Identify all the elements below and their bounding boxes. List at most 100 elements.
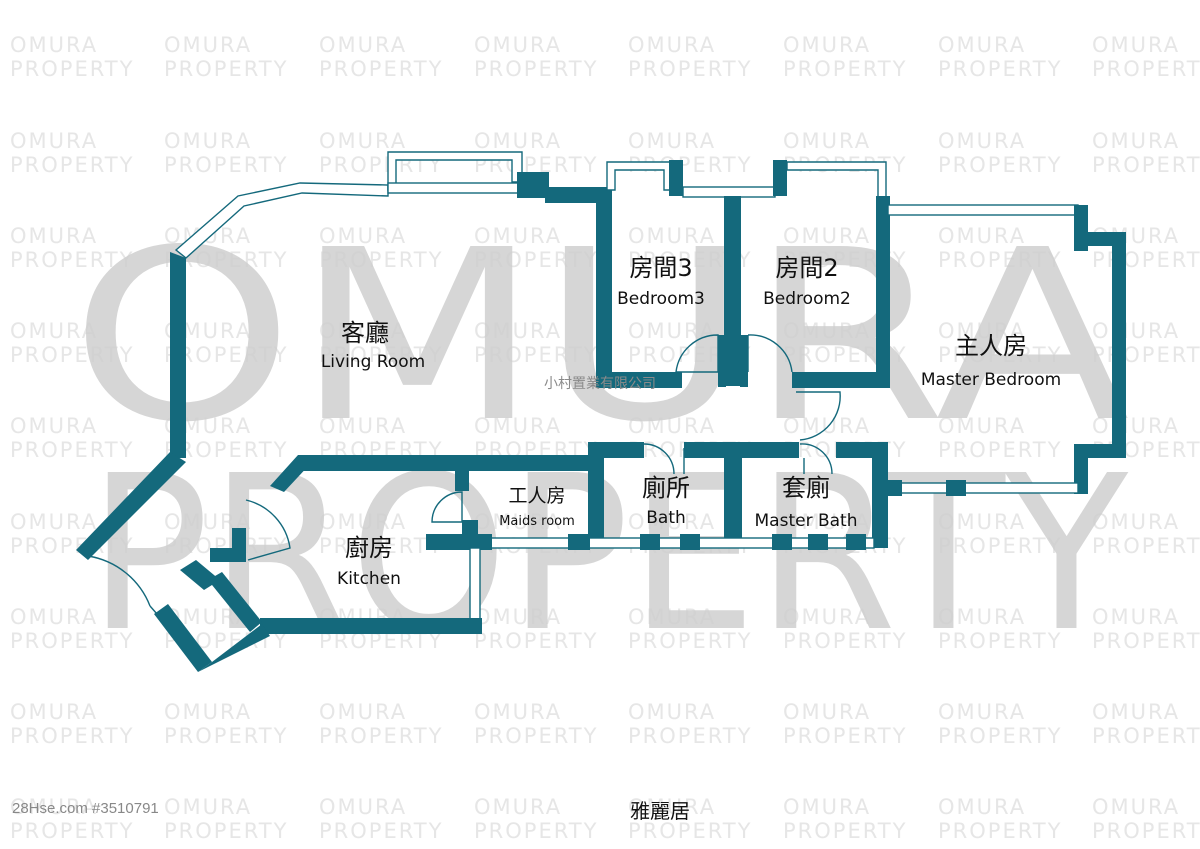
watermark-tile-line1: OMURA (938, 319, 1026, 343)
watermark-tile-line2: PROPERTY (10, 248, 134, 272)
watermark-tile-line2: PROPERTY (1092, 724, 1200, 748)
watermark-tile-line2: PROPERTY (164, 57, 288, 81)
watermark-tile-line1: OMURA (628, 795, 716, 819)
watermark-tile-line1: OMURA (628, 605, 716, 629)
watermark-tile-line1: OMURA (474, 700, 562, 724)
watermark-tile-line2: PROPERTY (938, 153, 1062, 177)
watermark-tile-line1: OMURA (783, 33, 871, 57)
watermark-tile-line1: OMURA (474, 33, 562, 57)
watermark-tile-line1: OMURA (628, 510, 716, 534)
walls (76, 151, 1126, 672)
watermark-tile-line2: PROPERTY (474, 248, 598, 272)
watermark-tile-line1: OMURA (10, 700, 98, 724)
watermark-tile-line1: OMURA (10, 319, 98, 343)
watermark-tile-line2: PROPERTY (319, 819, 443, 843)
living-room-label-en: Living Room (321, 352, 425, 372)
watermark-grid: OMURAPROPERTYOMURAPROPERTYOMURAPROPERTYO… (10, 33, 1200, 843)
company-watermark: 小村置業有限公司 (544, 376, 656, 392)
watermark-tile-line1: OMURA (628, 414, 716, 438)
watermark-tile-line1: OMURA (938, 33, 1026, 57)
watermark-tile-line1: OMURA (938, 510, 1026, 534)
watermark-tile-line1: OMURA (319, 319, 407, 343)
watermark-tile-line1: OMURA (783, 319, 871, 343)
bath-label-en: Bath (646, 508, 686, 528)
master-bath-label-zh: 套廁 (782, 474, 830, 502)
watermark-tile-line1: OMURA (319, 700, 407, 724)
watermark-tile-line1: OMURA (783, 414, 871, 438)
watermark-tile-line2: PROPERTY (938, 57, 1062, 81)
estate-name: 雅麗居 (630, 799, 690, 823)
maids-room-label-en: Maids room (499, 514, 575, 529)
watermark-tile-line2: PROPERTY (938, 724, 1062, 748)
watermark-tile-line2: PROPERTY (938, 629, 1062, 653)
kitchen-label-en: Kitchen (337, 569, 401, 589)
bath-label-zh: 廁所 (642, 474, 690, 502)
watermark-tile-line1: OMURA (164, 129, 252, 153)
watermark-tile-line1: OMURA (938, 605, 1026, 629)
watermark-tile-line1: OMURA (1092, 33, 1180, 57)
watermark-tile-line1: OMURA (10, 795, 98, 819)
maids-room-label-zh: 工人房 (508, 485, 565, 507)
watermark-tile-line1: OMURA (783, 700, 871, 724)
watermark-tile-line2: PROPERTY (938, 248, 1062, 272)
watermark-tile-line1: OMURA (474, 510, 562, 534)
living-window-sill (387, 182, 519, 194)
watermark-tile-line1: OMURA (1092, 700, 1180, 724)
watermark-tile-line2: PROPERTY (628, 819, 752, 843)
watermark-tile-line1: OMURA (319, 33, 407, 57)
watermark-tile-line2: PROPERTY (783, 629, 907, 653)
watermark-tile-line2: PROPERTY (1092, 534, 1200, 558)
watermark-tile-line2: PROPERTY (319, 534, 443, 558)
watermark-tile-line2: PROPERTY (319, 724, 443, 748)
watermark-tile-line2: PROPERTY (1092, 248, 1200, 272)
master-bath-label-en: Master Bath (755, 511, 858, 531)
master-bedroom-label-zh: 主人房 (955, 332, 1027, 360)
bedroom3-label-zh: 房間3 (629, 254, 692, 282)
watermark-tile-line2: PROPERTY (10, 724, 134, 748)
watermark-tile-line1: OMURA (1092, 795, 1180, 819)
watermark-tile-line2: PROPERTY (10, 57, 134, 81)
doors (87, 334, 841, 623)
watermark-tile-line1: OMURA (628, 700, 716, 724)
watermark-tile-line1: OMURA (319, 510, 407, 534)
watermark-tile-line1: OMURA (628, 224, 716, 248)
watermark-tile-line1: OMURA (938, 224, 1026, 248)
watermark-tile-line1: OMURA (164, 700, 252, 724)
watermark-tile-line1: OMURA (319, 129, 407, 153)
kitchen-label-zh: 廚房 (345, 534, 393, 562)
listing-id: 28Hse.com #3510791 (12, 800, 159, 817)
watermark-tile-line2: PROPERTY (628, 629, 752, 653)
watermark-tile-line1: OMURA (628, 33, 716, 57)
watermark-tile-line1: OMURA (1092, 319, 1180, 343)
bedroom2-label-zh: 房間2 (775, 254, 838, 282)
watermark-tile-line1: OMURA (1092, 510, 1180, 534)
watermark-tile-line1: OMURA (10, 414, 98, 438)
watermark-tile-line1: OMURA (319, 795, 407, 819)
watermark-tile-line2: PROPERTY (938, 438, 1062, 462)
watermark-tile-line1: OMURA (628, 129, 716, 153)
watermark-tile-line1: OMURA (474, 414, 562, 438)
master-bedroom-label-en: Master Bedroom (921, 370, 1061, 390)
watermark-tile-line1: OMURA (319, 224, 407, 248)
watermark-tile-line2: PROPERTY (938, 534, 1062, 558)
watermark-tile-line1: OMURA (938, 700, 1026, 724)
watermark-tile-line1: OMURA (938, 795, 1026, 819)
watermark-tile-line2: PROPERTY (1092, 153, 1200, 177)
watermark-tile-line2: PROPERTY (10, 438, 134, 462)
living-room-label-zh: 客廳 (341, 319, 389, 347)
watermark-tile-line2: PROPERTY (938, 343, 1062, 367)
watermark-tile-line1: OMURA (783, 224, 871, 248)
watermark-tile-line2: PROPERTY (1092, 819, 1200, 843)
living-angled-window (174, 182, 389, 259)
watermark-tile-line2: PROPERTY (10, 343, 134, 367)
watermark-tile-line1: OMURA (10, 510, 98, 534)
watermark-tile-line1: OMURA (474, 605, 562, 629)
watermark-tile-line2: PROPERTY (1092, 629, 1200, 653)
watermark-tile-line1: OMURA (164, 33, 252, 57)
watermark-tile-line1: OMURA (474, 224, 562, 248)
watermark-tile-line2: PROPERTY (474, 57, 598, 81)
watermark-tile-line2: PROPERTY (10, 819, 134, 843)
watermark-tile-line2: PROPERTY (938, 819, 1062, 843)
watermark-tile-line2: PROPERTY (474, 819, 598, 843)
